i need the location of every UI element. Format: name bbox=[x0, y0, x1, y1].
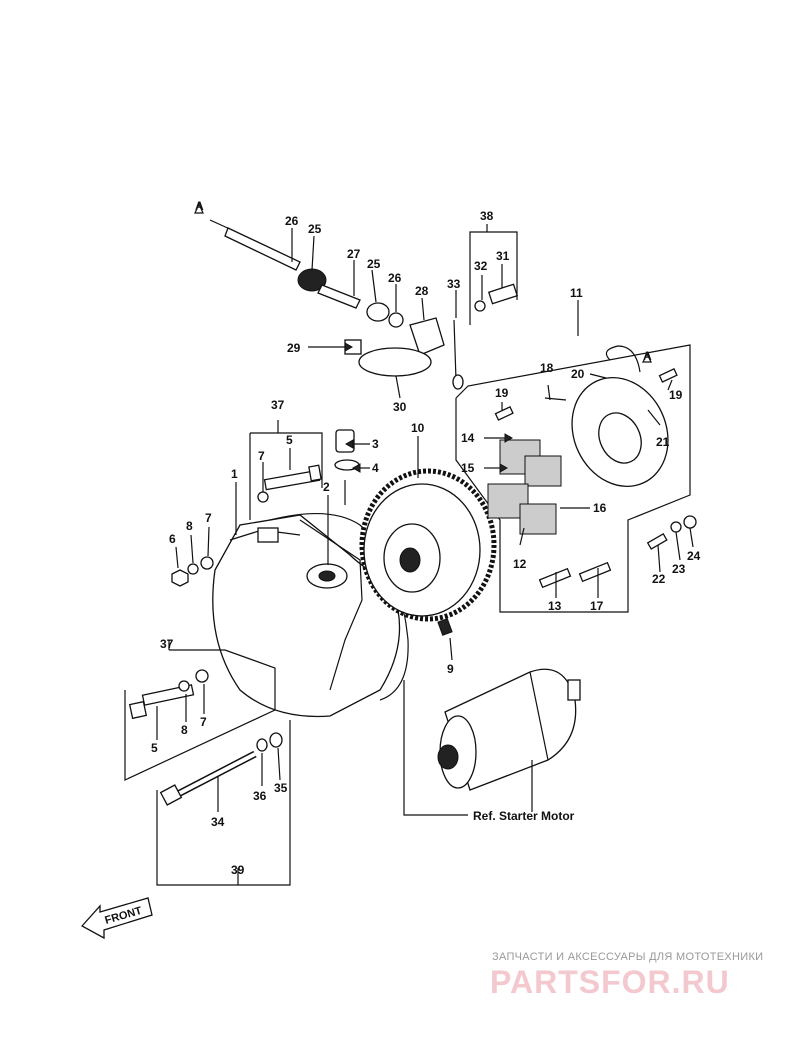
ref-starter-motor-note: Ref. Starter Motor bbox=[473, 809, 575, 823]
callout-34: 34 bbox=[211, 815, 225, 829]
callout-38: 38 bbox=[480, 209, 494, 223]
callout-14: 14 bbox=[461, 431, 475, 445]
pickup-coil-2 bbox=[519, 503, 557, 535]
callout-20: 20 bbox=[571, 367, 585, 381]
callout-19a: 19 bbox=[495, 386, 509, 400]
washer-32 bbox=[474, 300, 486, 312]
washer-8-left bbox=[187, 563, 199, 575]
callout-8b: 8 bbox=[181, 723, 188, 737]
stator-assembly bbox=[455, 344, 691, 613]
hardware bbox=[128, 368, 697, 806]
callout-7b: 7 bbox=[205, 511, 212, 525]
callout-21: 21 bbox=[656, 435, 670, 449]
clamp-eye bbox=[452, 374, 464, 390]
callout-25a: 25 bbox=[308, 222, 322, 236]
callout-36: 36 bbox=[253, 789, 267, 803]
callout-labels: A 26 25 27 25 26 28 29 30 33 38 32 31 11… bbox=[151, 199, 701, 877]
callout-4: 4 bbox=[372, 461, 379, 475]
bolt-34 bbox=[159, 784, 183, 806]
callout-7a: 7 bbox=[258, 449, 265, 463]
cable-inner bbox=[224, 227, 301, 271]
stator-lead bbox=[605, 345, 641, 373]
callout-18: 18 bbox=[540, 361, 554, 375]
callout-6: 6 bbox=[169, 532, 176, 546]
key-9 bbox=[437, 618, 453, 636]
callout-11: 11 bbox=[570, 286, 583, 300]
callout-2: 2 bbox=[323, 480, 330, 494]
oil-filler-cap bbox=[334, 429, 360, 471]
washer-7-left bbox=[200, 556, 214, 570]
front-direction-arrow: FRONT bbox=[80, 897, 153, 940]
callout-35: 35 bbox=[274, 781, 288, 795]
washer-24 bbox=[683, 515, 697, 529]
a-marker-icon bbox=[194, 202, 204, 214]
callout-5b: 5 bbox=[151, 741, 158, 755]
tach-cable-assembly bbox=[194, 202, 519, 390]
washer-7-lower bbox=[195, 669, 209, 683]
washer-36 bbox=[256, 738, 268, 752]
callout-37a: 37 bbox=[271, 398, 285, 412]
callout-13: 13 bbox=[548, 599, 562, 613]
watermark-logo: PARTSFOR.RU bbox=[490, 964, 730, 1000]
callout-16: 16 bbox=[593, 501, 607, 515]
cover-boss bbox=[257, 527, 279, 543]
callout-28: 28 bbox=[415, 284, 429, 298]
nut-6 bbox=[171, 569, 189, 587]
o-ring bbox=[388, 312, 404, 328]
callout-17: 17 bbox=[590, 599, 604, 613]
callout-12: 12 bbox=[513, 557, 527, 571]
screw-22 bbox=[646, 533, 668, 550]
screw-19a bbox=[494, 406, 514, 421]
callout-29: 29 bbox=[287, 341, 301, 355]
callout-27: 27 bbox=[347, 247, 361, 261]
callout-19b: 19 bbox=[669, 388, 683, 402]
callout-9: 9 bbox=[447, 662, 454, 676]
callout-25b: 25 bbox=[367, 257, 381, 271]
callout-23: 23 bbox=[672, 562, 686, 576]
washer-35 bbox=[269, 732, 283, 748]
watermark-tagline: ЗАПЧАСТИ И АКСЕССУАРЫ ДЛЯ МОТОТЕХНИКИ bbox=[492, 951, 764, 963]
clamp-wire bbox=[453, 319, 457, 381]
callout-24: 24 bbox=[687, 549, 701, 563]
callout-26a: 26 bbox=[285, 214, 299, 228]
callout-a-right: A bbox=[643, 349, 652, 363]
tach-wire-harness bbox=[358, 347, 432, 377]
callout-7c: 7 bbox=[200, 715, 207, 729]
screw-13 bbox=[538, 567, 572, 589]
callout-32: 32 bbox=[474, 259, 488, 273]
leader-lines bbox=[124, 224, 694, 886]
callout-3: 3 bbox=[372, 437, 379, 451]
callout-5a: 5 bbox=[286, 433, 293, 447]
callout-37b: 37 bbox=[160, 637, 174, 651]
callout-10: 10 bbox=[411, 421, 425, 435]
starter-terminal bbox=[567, 679, 581, 701]
washer-8-lower bbox=[178, 680, 190, 692]
screw-19b bbox=[658, 368, 678, 383]
callout-a-top: A bbox=[195, 199, 204, 213]
callout-8a: 8 bbox=[186, 519, 193, 533]
bolt-31 bbox=[487, 283, 519, 305]
screw-17 bbox=[578, 561, 612, 583]
callout-33: 33 bbox=[447, 277, 461, 291]
cable-sleeve bbox=[317, 284, 361, 309]
gear-housing bbox=[409, 317, 445, 356]
callout-26b: 26 bbox=[388, 271, 402, 285]
seal bbox=[366, 302, 390, 322]
washer-23 bbox=[670, 521, 682, 533]
callout-22: 22 bbox=[652, 572, 666, 586]
lead-clamp bbox=[544, 397, 567, 401]
rotor-flywheel bbox=[359, 468, 497, 636]
charging-coil-2 bbox=[524, 455, 562, 487]
starter-motor bbox=[437, 668, 581, 791]
callout-15: 15 bbox=[461, 461, 475, 475]
callout-30: 30 bbox=[393, 400, 407, 414]
callout-31: 31 bbox=[496, 249, 510, 263]
callout-1: 1 bbox=[231, 467, 238, 481]
callout-39: 39 bbox=[231, 863, 245, 877]
washer-7-upper bbox=[257, 491, 269, 503]
